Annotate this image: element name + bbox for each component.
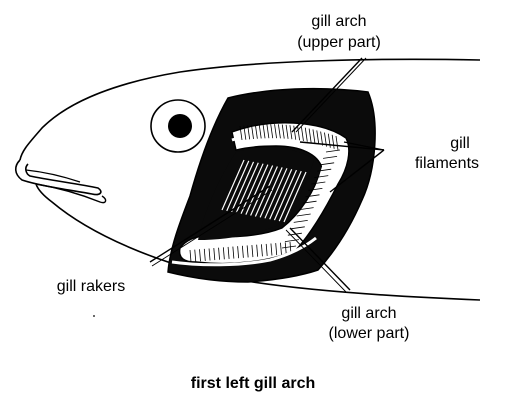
label-gill-arch-lower-1: gill arch	[341, 305, 396, 322]
label-gill-filaments-2: filaments	[415, 155, 479, 172]
figure-caption: first left gill arch	[191, 375, 315, 392]
label-gill-arch-lower-2: (lower part)	[329, 325, 410, 342]
label-gill-filaments-1: gill	[450, 135, 470, 152]
stray-dot	[93, 315, 95, 317]
fish-eye-pupil	[168, 114, 192, 138]
label-gill-arch-upper-2: (upper part)	[297, 34, 381, 51]
fish-mouth	[16, 160, 101, 195]
label-gill-rakers: gill rakers	[57, 278, 125, 295]
label-gill-arch-upper-1: gill arch	[311, 13, 366, 30]
